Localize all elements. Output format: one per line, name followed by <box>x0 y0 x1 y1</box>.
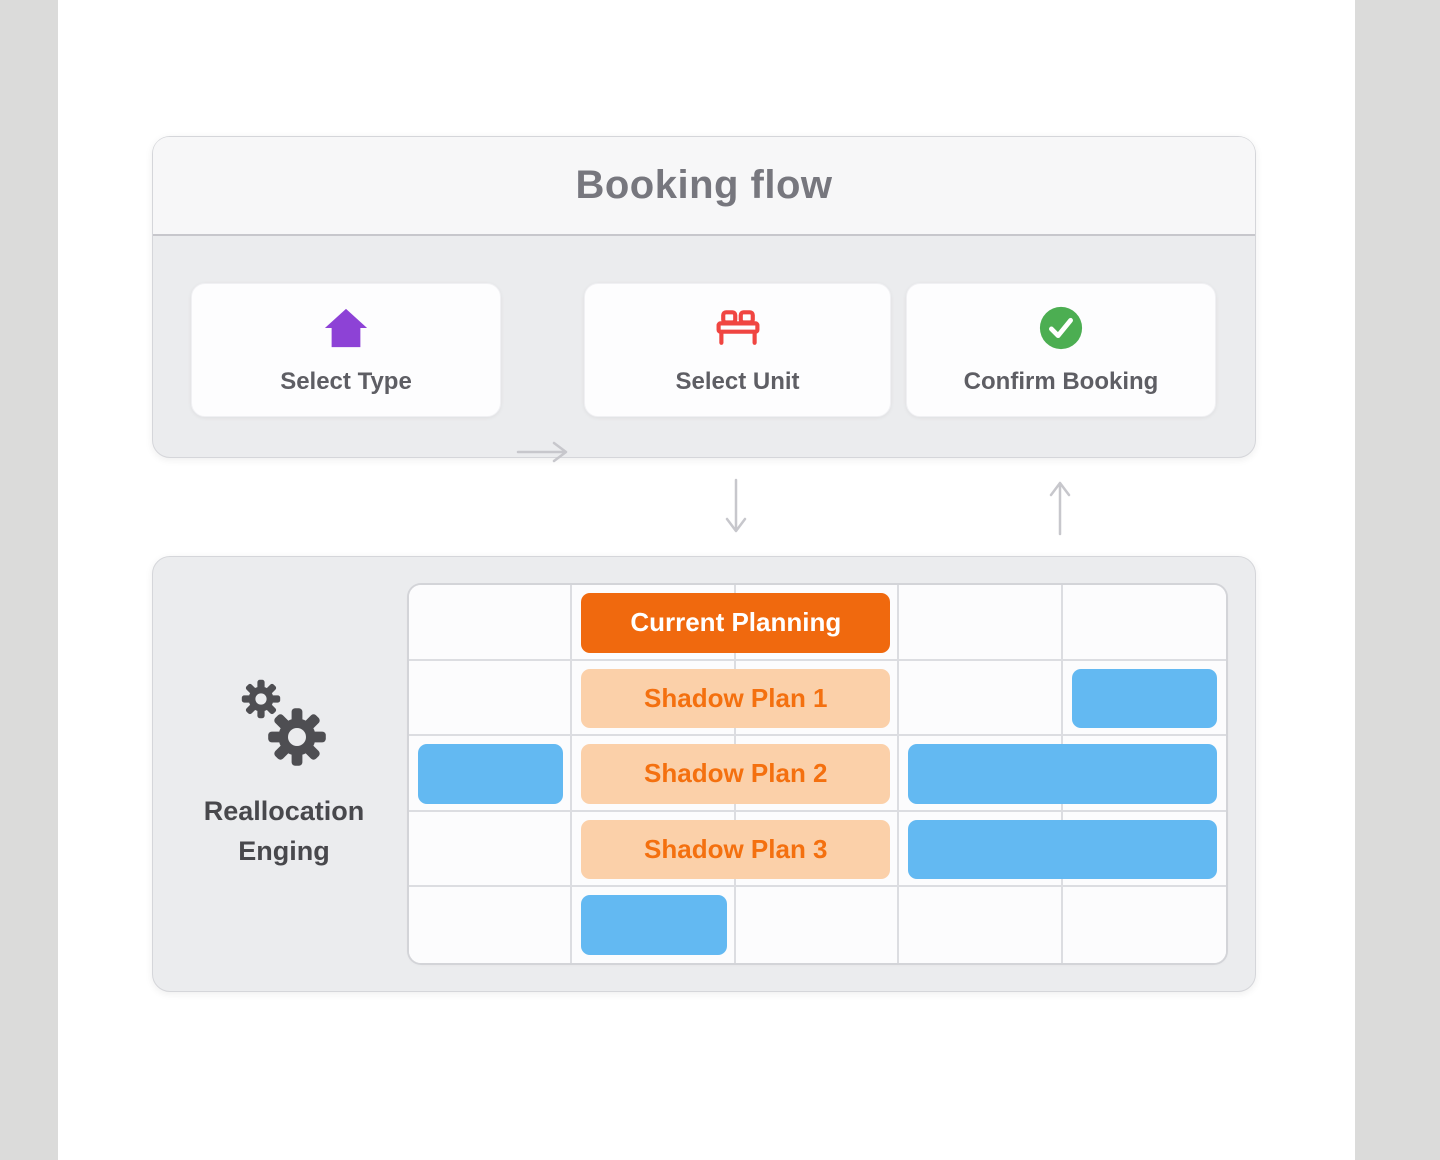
right-gutter <box>1355 0 1440 1160</box>
house-icon <box>323 304 369 352</box>
bed-icon <box>714 304 762 352</box>
reallocation-engine-label: Reallocation Enging <box>153 791 415 871</box>
allocation-bar[interactable] <box>418 744 564 804</box>
gear-icon <box>268 708 326 766</box>
allocation-bar[interactable] <box>908 744 1217 804</box>
grid-cell <box>735 887 900 963</box>
step-label: Confirm Booking <box>963 368 1159 395</box>
check-circle-icon <box>1038 304 1084 352</box>
down-arrow-icon <box>724 478 748 536</box>
booking-flow-title: Booking flow <box>575 163 833 207</box>
grid-cell <box>409 887 573 963</box>
grid-cell <box>1062 585 1226 661</box>
allocation-bar[interactable] <box>908 819 1217 880</box>
booking-flow-header: Booking flow <box>153 137 1255 236</box>
gear-icon <box>241 679 281 719</box>
shadow-plan-2-bar[interactable]: Shadow Plan 2 <box>581 744 891 804</box>
step-label: Select Unit <box>675 368 800 395</box>
reallocation-engine-label-line2: Enging <box>238 836 330 866</box>
step-select-unit[interactable]: Select Unit <box>584 283 891 417</box>
grid-cell <box>899 585 1063 661</box>
grid-cell <box>899 887 1063 963</box>
current-planning-bar[interactable]: Current Planning <box>581 593 891 653</box>
step-confirm-booking[interactable]: Confirm Booking <box>906 283 1216 417</box>
grid-cell <box>899 660 1063 737</box>
up-arrow-icon <box>1048 478 1072 536</box>
grid-cell <box>1062 887 1226 963</box>
allocation-bar[interactable] <box>1071 668 1217 729</box>
shadow-plan-1-bar[interactable]: Shadow Plan 1 <box>581 668 891 729</box>
allocation-bar[interactable] <box>581 895 727 955</box>
grid-cell <box>409 811 573 888</box>
step-label: Select Type <box>280 368 412 395</box>
booking-flow-body: Select Type <box>153 238 1255 463</box>
right-arrow-icon <box>516 440 572 464</box>
gears-icon <box>241 679 333 771</box>
grid-cell <box>409 660 573 737</box>
reallocation-engine-label-line1: Reallocation <box>203 796 365 826</box>
shadow-plan-3-bar[interactable]: Shadow Plan 3 <box>581 819 891 880</box>
grid-cell <box>409 585 573 661</box>
left-gutter <box>0 0 58 1160</box>
step-select-type[interactable]: Select Type <box>191 283 501 417</box>
booking-flow-panel: Booking flow Select Type <box>152 136 1256 463</box>
